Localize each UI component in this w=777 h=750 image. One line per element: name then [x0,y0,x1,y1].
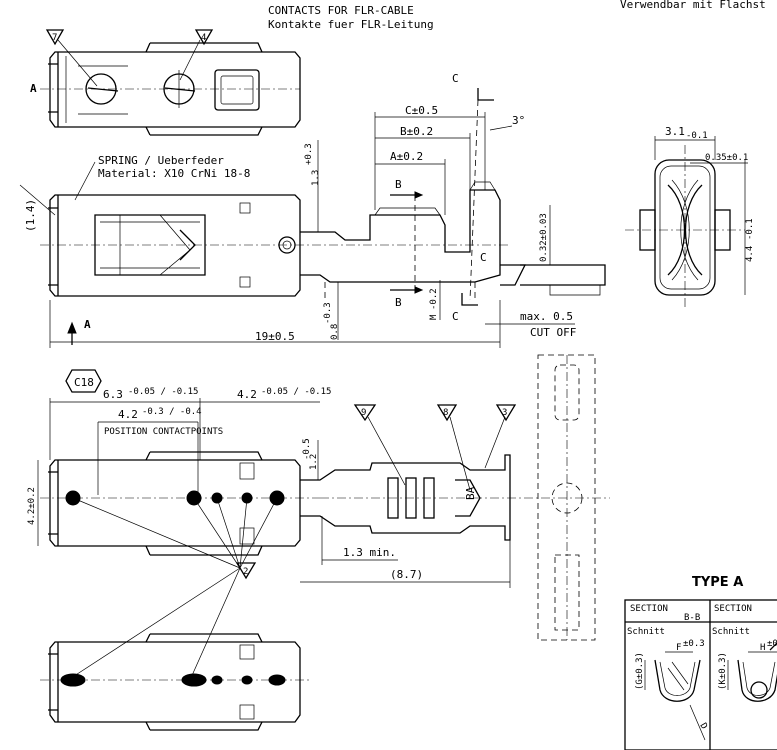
section-table [624,599,777,750]
side-view [40,181,606,300]
carrier-strip [537,354,596,641]
dim-angle: 3° [512,114,525,127]
dim-4-2-c: 4.2±0.2 [27,487,37,525]
section-b-bottom-label: B [395,296,402,309]
callout-2 [67,497,278,681]
callout-7-label: 7 [52,33,57,43]
cut-off-label: CUT OFF [530,326,576,339]
dim-1-2: 1.2 [309,454,319,470]
dim-4-4-tol: -0.1 [745,218,755,240]
dim-1-3-min: 1.3 min. [343,546,396,559]
callout-hex-c18-label: C18 [74,376,94,389]
dim-19 [49,300,501,348]
marking-ba: BA [464,486,477,500]
spring-material: Material: X10 CrNi 18-8 [98,167,250,180]
dim-1-3-tol: +0.3 [304,143,314,165]
callout-4-label: 4 [201,33,206,43]
callout-4 [179,29,214,81]
dim-0-35: 0.35±0.1 [705,153,748,163]
dim-6-3: 6.3 [103,388,123,401]
callout-8-label: 8 [443,408,448,418]
dim-6-3-tol: -0.05 / -0.15 [128,387,198,397]
dim-k: (K±0.3) [718,652,728,690]
section-b-top-label: B [395,178,402,191]
crimp-section-1 [644,651,706,741]
section-1-id: B-B [684,613,700,623]
dim-h-tol: ±0.3 [767,639,777,649]
schnitt-2-label: Schnitt [712,627,750,637]
spring-label: SPRING / Ueberfeder [98,154,224,167]
dim-4-2-a-tol: -0.05 / -0.15 [261,387,331,397]
callout-3 [484,404,517,469]
crimp-section-2 [727,642,777,702]
bottom-view-1 [40,451,610,556]
dim-0-32: 0.32±0.03 [539,213,549,262]
c-marker: C [480,251,487,264]
dim-b [375,133,471,190]
dim-a [375,159,446,215]
dim-4-4: 4.4 [745,246,755,262]
dim-f: F [676,643,681,653]
callout-hex-c18 [65,369,102,393]
dim-h: H [760,643,765,653]
dim-3-1-tol: -0.1 [686,131,708,141]
dim-19-label: 19±0.5 [255,330,295,343]
end-view [625,145,745,310]
dim-d: D [697,722,708,732]
dim-0-8: 0.8 [330,324,340,340]
dim-c-label: C±0.5 [405,104,438,117]
view-label-a-bottom: A [84,318,91,331]
dim-g: (G±0.3) [635,652,645,690]
callout-9 [353,404,406,486]
callout-3-label: 3 [502,408,507,418]
callout-8 [436,404,471,491]
top-view [40,42,301,136]
dim-side-1-4: (1.4) [24,199,37,232]
dim-m: M [429,314,439,320]
dim-4-2-b: 4.2 [118,408,138,421]
arrow-a-up [67,321,77,334]
section-c-bottom [461,293,478,306]
callout-2-label: 2 [243,567,248,577]
schnitt-1-label: Schnitt [627,627,665,637]
dim-4-2-a: 4.2 [237,388,257,401]
section-c-bottom-label: C [452,310,459,323]
title-de: Kontakte fuer FLR-Leitung [268,18,434,31]
section-c-top-label: C [452,72,459,85]
dim-1-2-tol: -0.5 [302,438,312,460]
dim-max-0-5: max. 0.5 [520,310,573,323]
callout-7 [45,29,98,87]
dim-m-tol: -0.2 [429,288,439,310]
dim-b-label: B±0.2 [400,125,433,138]
view-label-a-top: A [30,82,37,95]
dim-f-tol: ±0.3 [683,639,705,649]
section-c-top [477,88,494,101]
section-1-label: SECTION [630,604,668,614]
dim-c [374,112,486,210]
dim-4-2-b-tol: -0.3 / -0.4 [142,407,202,417]
dim-8-7: (8.7) [390,568,423,581]
bottom-view-2 [40,633,310,731]
title-en: CONTACTS FOR FLR-CABLE [268,4,414,17]
dim-1-3: 1.3 [311,170,321,186]
dim-a-label: A±0.2 [390,150,423,163]
position-contactpoints: POSITION CONTACTPOINTS [104,427,223,437]
type-a-heading: TYPE A [692,575,743,590]
section-2-label: SECTION [714,604,752,614]
dim-3-1: 3.1 [665,125,685,138]
callout-9-label: 9 [361,408,366,418]
dim-0-8-tol: -0.3 [323,302,333,324]
top-right-note: Verwendbar mit Flachst [620,0,766,11]
